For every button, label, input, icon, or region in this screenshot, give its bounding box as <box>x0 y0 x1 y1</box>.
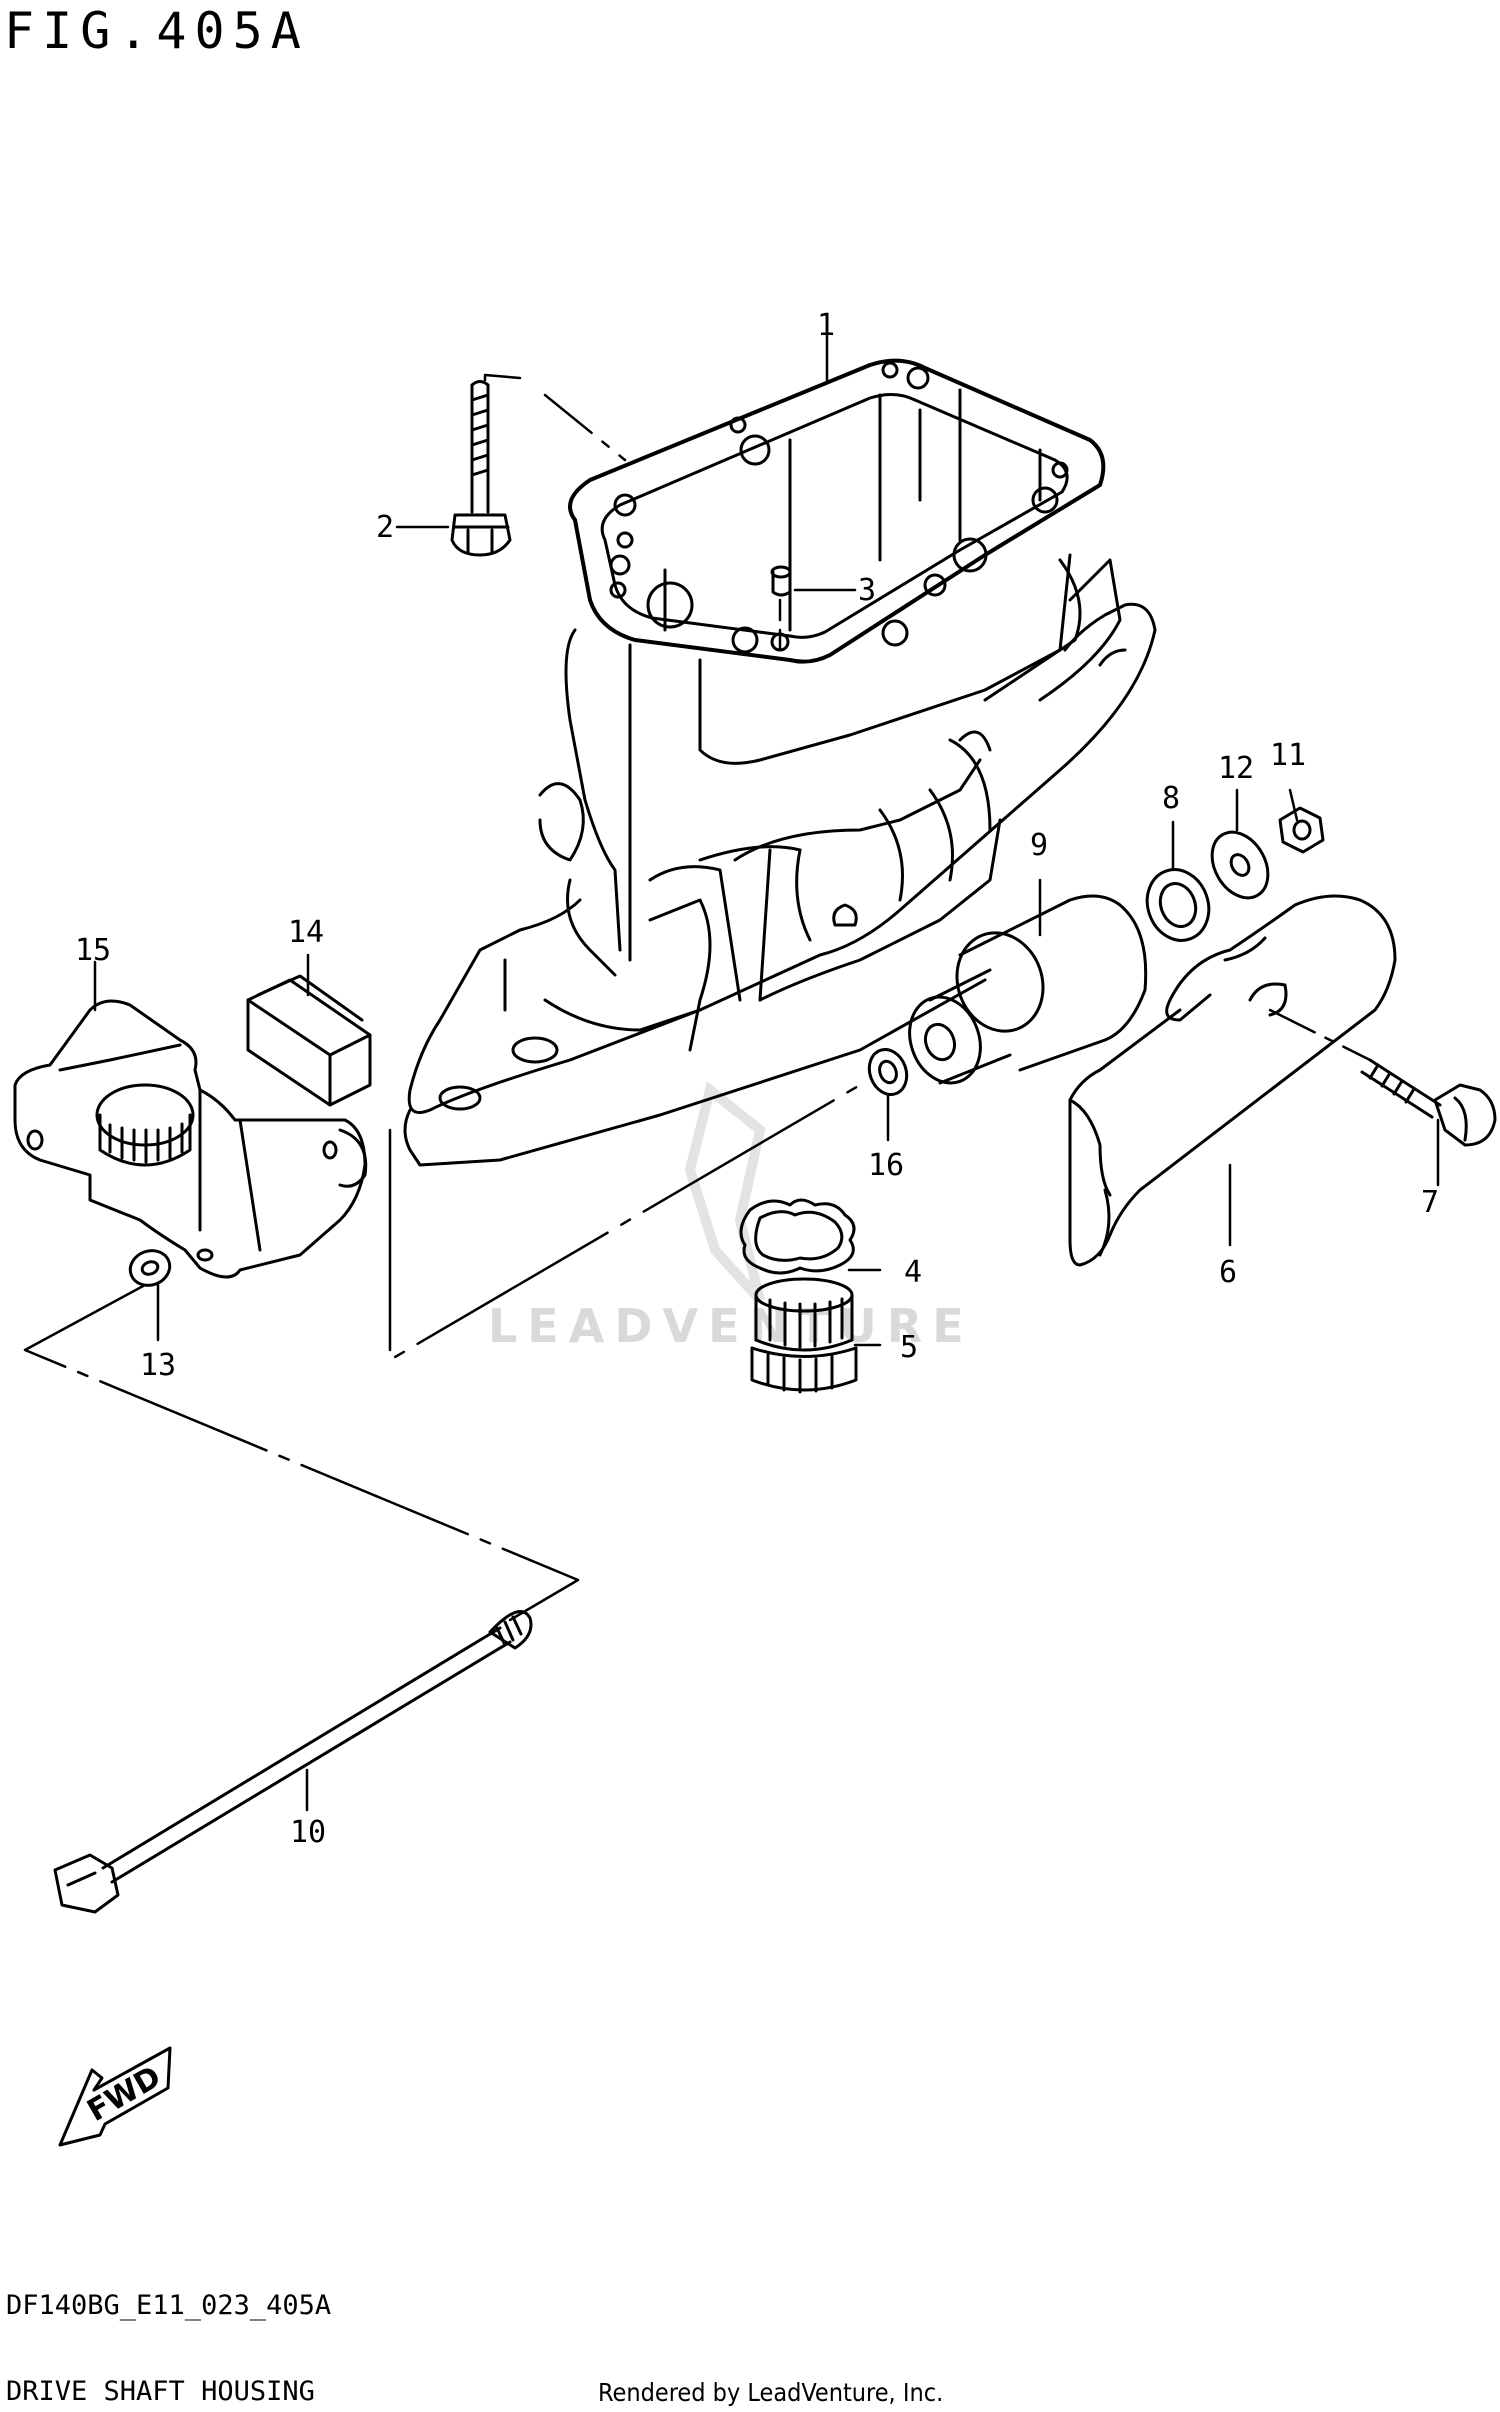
watermark-logo-icon <box>684 1081 766 1304</box>
callout-6: 6 <box>1219 1255 1237 1290</box>
part-1-drive-shaft-housing <box>403 358 1157 1167</box>
part-10-through-bolt <box>53 1610 533 1914</box>
part-16-washer <box>867 1048 909 1096</box>
callout-leaders <box>93 333 1440 1812</box>
callout-5: 5 <box>900 1330 918 1365</box>
part-14-rubber-block <box>246 974 372 1107</box>
part-7-bolt <box>1360 1058 1497 1147</box>
part-9-rubber-mount <box>908 894 1148 1085</box>
figure-name: DRIVE SHAFT HOUSING <box>6 2376 315 2407</box>
part-15-mount-bracket <box>13 999 368 1279</box>
callout-12: 12 <box>1218 751 1254 786</box>
figure-code: DF140BG_E11_023_405A <box>6 2290 332 2321</box>
part-12-washer <box>1210 830 1270 900</box>
part-8-washer <box>1145 868 1211 942</box>
callout-1: 1 <box>817 308 835 343</box>
part-6-mount-cover <box>1068 894 1397 1267</box>
part-4-gasket <box>739 1198 856 1275</box>
callout-8: 8 <box>1162 781 1180 816</box>
assembly-guide-lines <box>23 373 1372 1622</box>
part-3-dowel-pin <box>770 565 792 597</box>
callout-4: 4 <box>904 1255 922 1290</box>
callout-16: 16 <box>868 1148 904 1183</box>
callout-11: 11 <box>1270 738 1306 773</box>
render-credit: Rendered by LeadVenture, Inc. <box>598 2378 944 2407</box>
callout-9: 9 <box>1030 828 1048 863</box>
figure-title: FIG.405A <box>4 2 309 60</box>
part-13-washer <box>128 1249 172 1287</box>
part-11-nut <box>1278 806 1325 854</box>
fwd-label: FWD <box>82 2059 167 2129</box>
callout-numbers: 1 2 3 4 5 6 7 8 9 10 11 12 13 14 15 16 <box>75 308 1439 1850</box>
part-5-bushing <box>750 1277 858 1394</box>
watermark-text: LEADVENTURE <box>488 1299 974 1353</box>
callout-3: 3 <box>858 573 876 608</box>
callout-15: 15 <box>75 933 111 968</box>
callout-14: 14 <box>288 915 324 950</box>
callout-7: 7 <box>1421 1185 1439 1220</box>
callout-2: 2 <box>376 510 394 545</box>
watermark: LEADVENTURE <box>488 1081 974 1353</box>
callout-10: 10 <box>290 1815 326 1850</box>
fwd-arrow-icon <box>58 2046 172 2147</box>
part-2-flange-bolt <box>450 380 512 557</box>
callout-13: 13 <box>140 1348 176 1383</box>
